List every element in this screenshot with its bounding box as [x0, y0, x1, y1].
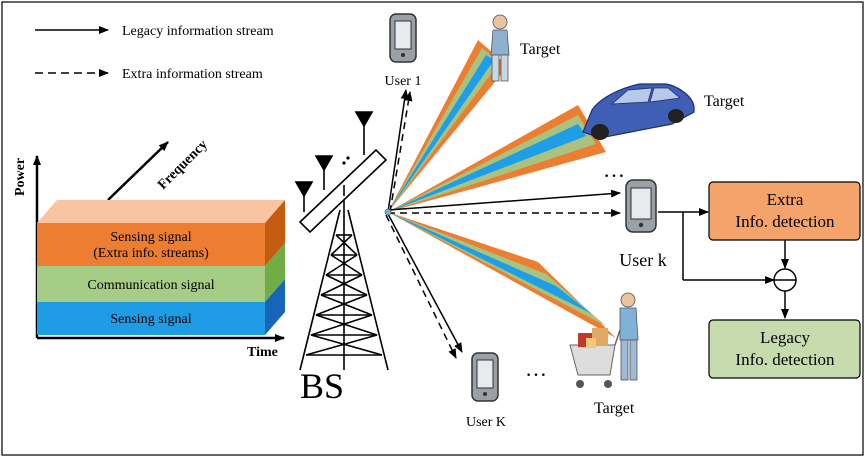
stream-extra-user1 [389, 91, 413, 213]
detection-pipeline: Extra Info. detection Legacy Info. detec… [658, 181, 861, 379]
time-axis-label: Time [247, 345, 278, 360]
extra-info-detection-line1: Extra [767, 190, 804, 209]
layer-sensing-extra [37, 223, 265, 266]
user-k-label: User k [619, 250, 667, 270]
target-car: Target [582, 83, 745, 140]
beam-person-target [388, 40, 508, 212]
stream-legacy-userK [387, 213, 463, 353]
beam-shopper-target [388, 212, 616, 338]
extra-info-detection-line2: Info. detection [735, 212, 835, 231]
user-1-label: User 1 [385, 74, 422, 89]
extra-info-detection-block [708, 181, 861, 241]
legacy-info-detection-line2: Info. detection [735, 350, 835, 369]
beams [388, 40, 616, 338]
phone-icon [389, 13, 417, 63]
layer-communication-side [265, 243, 285, 302]
layer-sensing [37, 302, 265, 335]
layer-communication-label: Communication signal [87, 278, 214, 293]
user-1: User 1 [385, 13, 422, 89]
legend: Legacy information stream Extra informat… [35, 24, 274, 82]
ellipsis-lower: … [525, 356, 547, 381]
legacy-info-detection-block [708, 319, 861, 379]
shopper-cart-icon [569, 292, 639, 388]
car-icon [582, 83, 695, 140]
user-K: User K [466, 352, 506, 430]
target-person-label: Target [520, 41, 561, 58]
layer-sensing-extra-label-2: (Extra info. streams) [93, 246, 209, 261]
target-shopper: Target [569, 292, 639, 417]
target-shopper-label: Target [594, 400, 635, 417]
legend-extra-label: Extra information stream [122, 67, 263, 82]
power-axis-label: Power [13, 158, 28, 196]
layer-sensing-extra-side [265, 200, 285, 266]
bs-label: BS [300, 366, 344, 406]
layer-sensing-label: Sensing signal [110, 312, 191, 327]
stream-arrows [385, 89, 621, 359]
target-car-label: Target [704, 93, 745, 110]
user-k: User k [619, 179, 667, 270]
layer-top-face [37, 200, 285, 223]
layer-communication [37, 266, 265, 302]
bs-emit-point [384, 208, 392, 216]
base-station [294, 111, 389, 371]
frequency-axis [107, 141, 169, 201]
user-K-label: User K [466, 415, 506, 430]
tower-icon [299, 196, 389, 371]
phone-icon [471, 352, 499, 402]
legend-legacy-label: Legacy information stream [122, 24, 274, 39]
antenna-array-icon [294, 111, 388, 234]
subtractor-icon [773, 268, 797, 292]
layer-sensing-extra-label-1: Sensing signal [110, 230, 191, 245]
legacy-info-detection-line1: Legacy [760, 328, 811, 347]
stream-extra-userK [385, 214, 457, 359]
layer-sensing-side [265, 279, 285, 335]
phone-icon [625, 179, 657, 233]
stream-legacy-user1 [387, 89, 409, 213]
stream-legacy-userk [387, 189, 621, 211]
ellipsis-upper: … [603, 157, 625, 182]
person-icon [490, 14, 510, 82]
target-person: Target [490, 14, 561, 82]
beam-car-target [388, 105, 606, 212]
